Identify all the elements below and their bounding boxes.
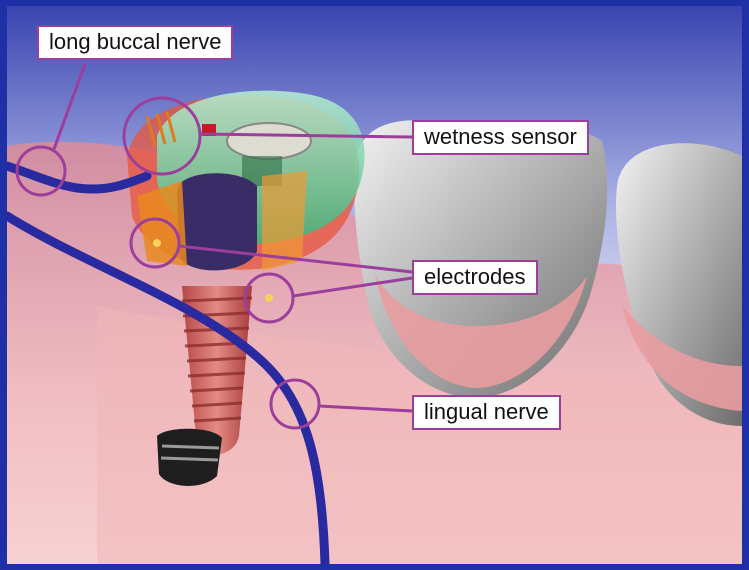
label-lingual-nerve: lingual nerve — [412, 395, 561, 430]
sensor-disc — [227, 123, 311, 159]
abutment — [177, 173, 257, 270]
label-wetness-sensor: wetness sensor — [412, 120, 589, 155]
illustration-canvas — [7, 6, 742, 564]
electrode-right — [265, 294, 273, 302]
label-electrodes: electrodes — [412, 260, 538, 295]
label-long-buccal-nerve: long buccal nerve — [37, 25, 233, 60]
implant-illustration: long buccal nerve wetness sensor electro… — [7, 6, 742, 564]
electrode-left — [153, 239, 161, 247]
